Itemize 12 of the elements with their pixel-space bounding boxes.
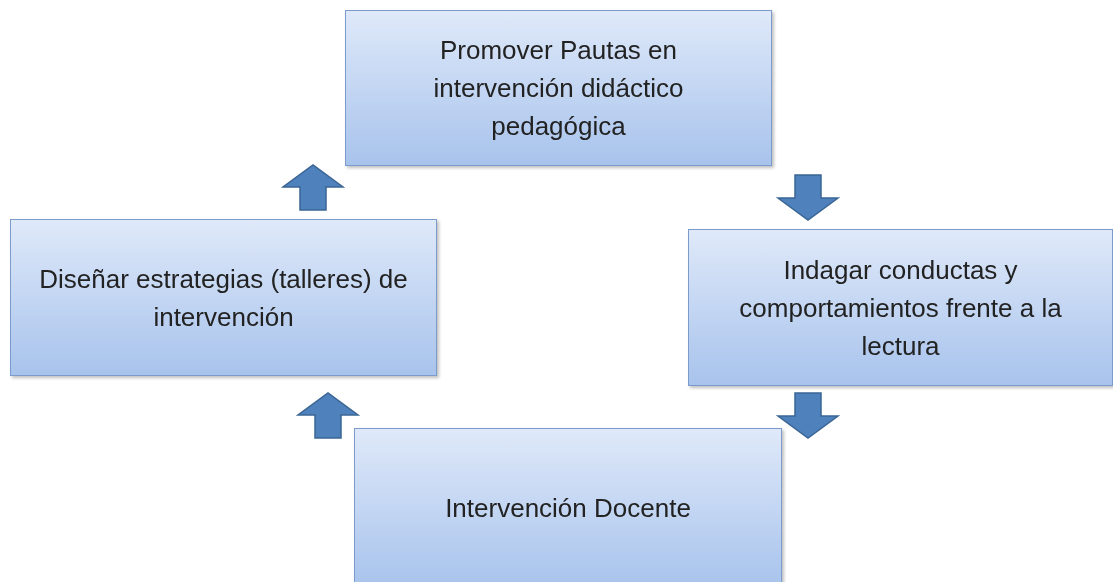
- box-text: Indagar conductas y comportamientos frente a la lectura: [738, 253, 1063, 363]
- block-arrow: [295, 392, 361, 439]
- box-text: Promover Pautas en intervención didáctico pedagógica: [432, 34, 685, 143]
- box-text: Intervención Docente: [445, 492, 691, 525]
- process-box: [345, 10, 772, 166]
- process-box: [688, 229, 1113, 386]
- block-arrow: [775, 174, 841, 221]
- box-text: Diseñar estrategias (talleres) de intervención: [38, 262, 409, 334]
- block-arrow: [775, 392, 841, 439]
- block-arrow: [280, 164, 346, 211]
- process-box: [10, 219, 437, 376]
- process-box: [354, 428, 782, 582]
